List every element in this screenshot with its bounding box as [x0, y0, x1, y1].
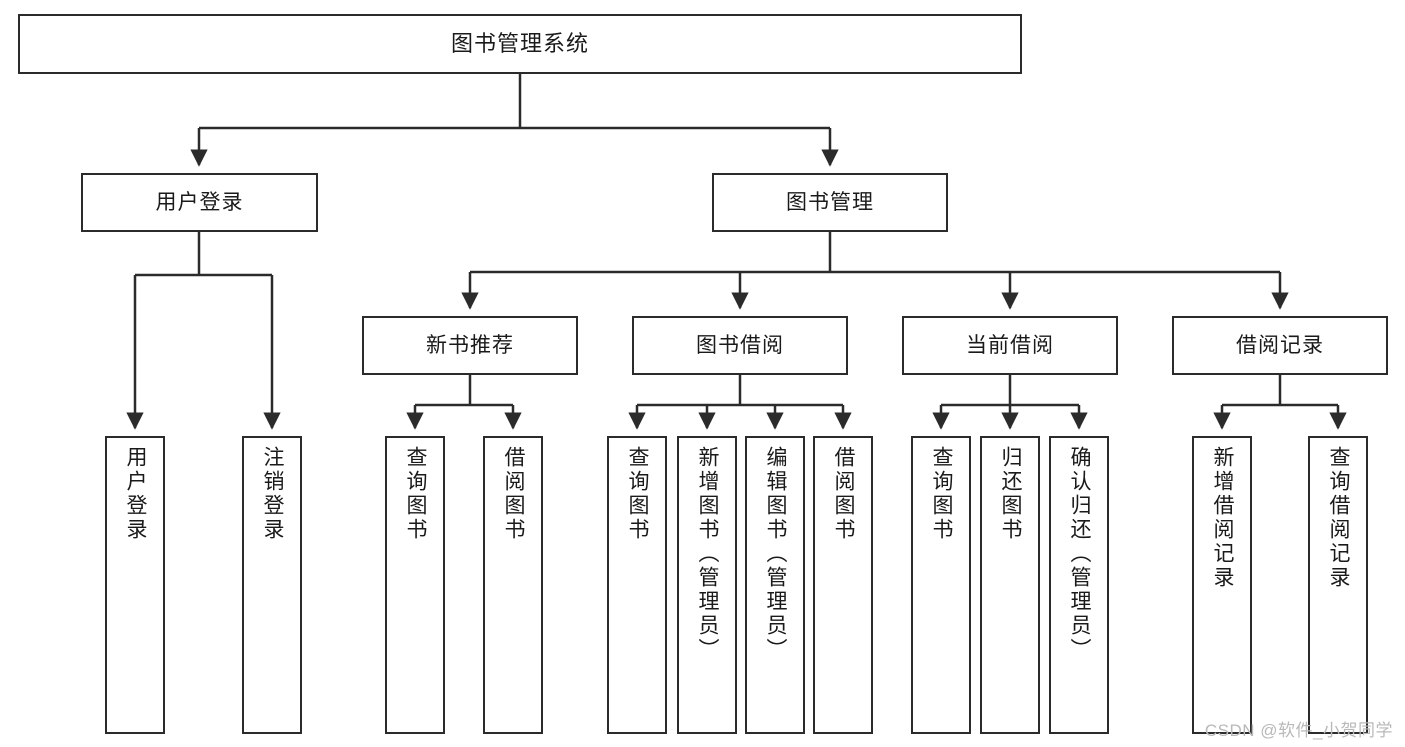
- node-leaf-query-book-1[interactable]: 查询图书: [385, 436, 445, 734]
- node-leaf-user-login-label: 用户登录: [124, 446, 148, 542]
- node-new-book-recommend[interactable]: 新书推荐: [362, 316, 578, 375]
- node-leaf-query-book-3[interactable]: 查询图书: [911, 436, 971, 734]
- node-leaf-query-record-label: 查询借阅记录: [1327, 446, 1351, 590]
- node-leaf-borrow-book-1[interactable]: 借阅图书: [483, 436, 543, 734]
- node-current-borrow-label: 当前借阅: [966, 333, 1054, 357]
- node-book-management[interactable]: 图书管理: [712, 173, 948, 232]
- node-current-borrow[interactable]: 当前借阅: [902, 316, 1118, 375]
- node-leaf-confirm-return-label: 确认归还（管理员）: [1068, 446, 1092, 662]
- node-leaf-query-book-1-label: 查询图书: [404, 446, 428, 542]
- node-leaf-return-book-label: 归还图书: [999, 446, 1023, 542]
- node-leaf-logout[interactable]: 注销登录: [242, 436, 302, 734]
- node-borrow-record[interactable]: 借阅记录: [1172, 316, 1388, 375]
- node-borrow-record-label: 借阅记录: [1236, 333, 1324, 357]
- node-book-management-label: 图书管理: [786, 190, 874, 214]
- node-book-borrow[interactable]: 图书借阅: [632, 316, 848, 375]
- node-root-label: 图书管理系统: [450, 30, 589, 56]
- node-leaf-logout-label: 注销登录: [261, 446, 285, 542]
- node-root[interactable]: 图书管理系统: [18, 14, 1022, 74]
- node-leaf-borrow-book-2-label: 借阅图书: [832, 446, 856, 542]
- node-user-login-label: 用户登录: [155, 190, 244, 214]
- node-leaf-add-record[interactable]: 新增借阅记录: [1192, 436, 1252, 734]
- node-leaf-query-book-2[interactable]: 查询图书: [607, 436, 667, 734]
- node-leaf-user-login[interactable]: 用户登录: [105, 436, 165, 734]
- node-leaf-query-book-3-label: 查询图书: [930, 446, 954, 542]
- watermark: CSDN @软件_小贺同学: [1204, 721, 1393, 740]
- node-leaf-return-book[interactable]: 归还图书: [980, 436, 1040, 734]
- node-leaf-query-book-2-label: 查询图书: [626, 446, 650, 542]
- node-leaf-add-book-label: 新增图书（管理员）: [696, 446, 720, 662]
- node-leaf-add-record-label: 新增借阅记录: [1211, 446, 1235, 590]
- node-leaf-edit-book-label: 编辑图书（管理员）: [764, 446, 788, 662]
- node-leaf-borrow-book-2[interactable]: 借阅图书: [813, 436, 873, 734]
- node-leaf-edit-book[interactable]: 编辑图书（管理员）: [745, 436, 805, 734]
- node-book-borrow-label: 图书借阅: [696, 333, 784, 357]
- node-leaf-borrow-book-1-label: 借阅图书: [502, 446, 526, 542]
- node-leaf-add-book[interactable]: 新增图书（管理员）: [677, 436, 737, 734]
- node-new-book-recommend-label: 新书推荐: [426, 333, 514, 357]
- node-leaf-confirm-return[interactable]: 确认归还（管理员）: [1049, 436, 1109, 734]
- node-leaf-query-record[interactable]: 查询借阅记录: [1308, 436, 1368, 734]
- node-user-login[interactable]: 用户登录: [81, 173, 318, 232]
